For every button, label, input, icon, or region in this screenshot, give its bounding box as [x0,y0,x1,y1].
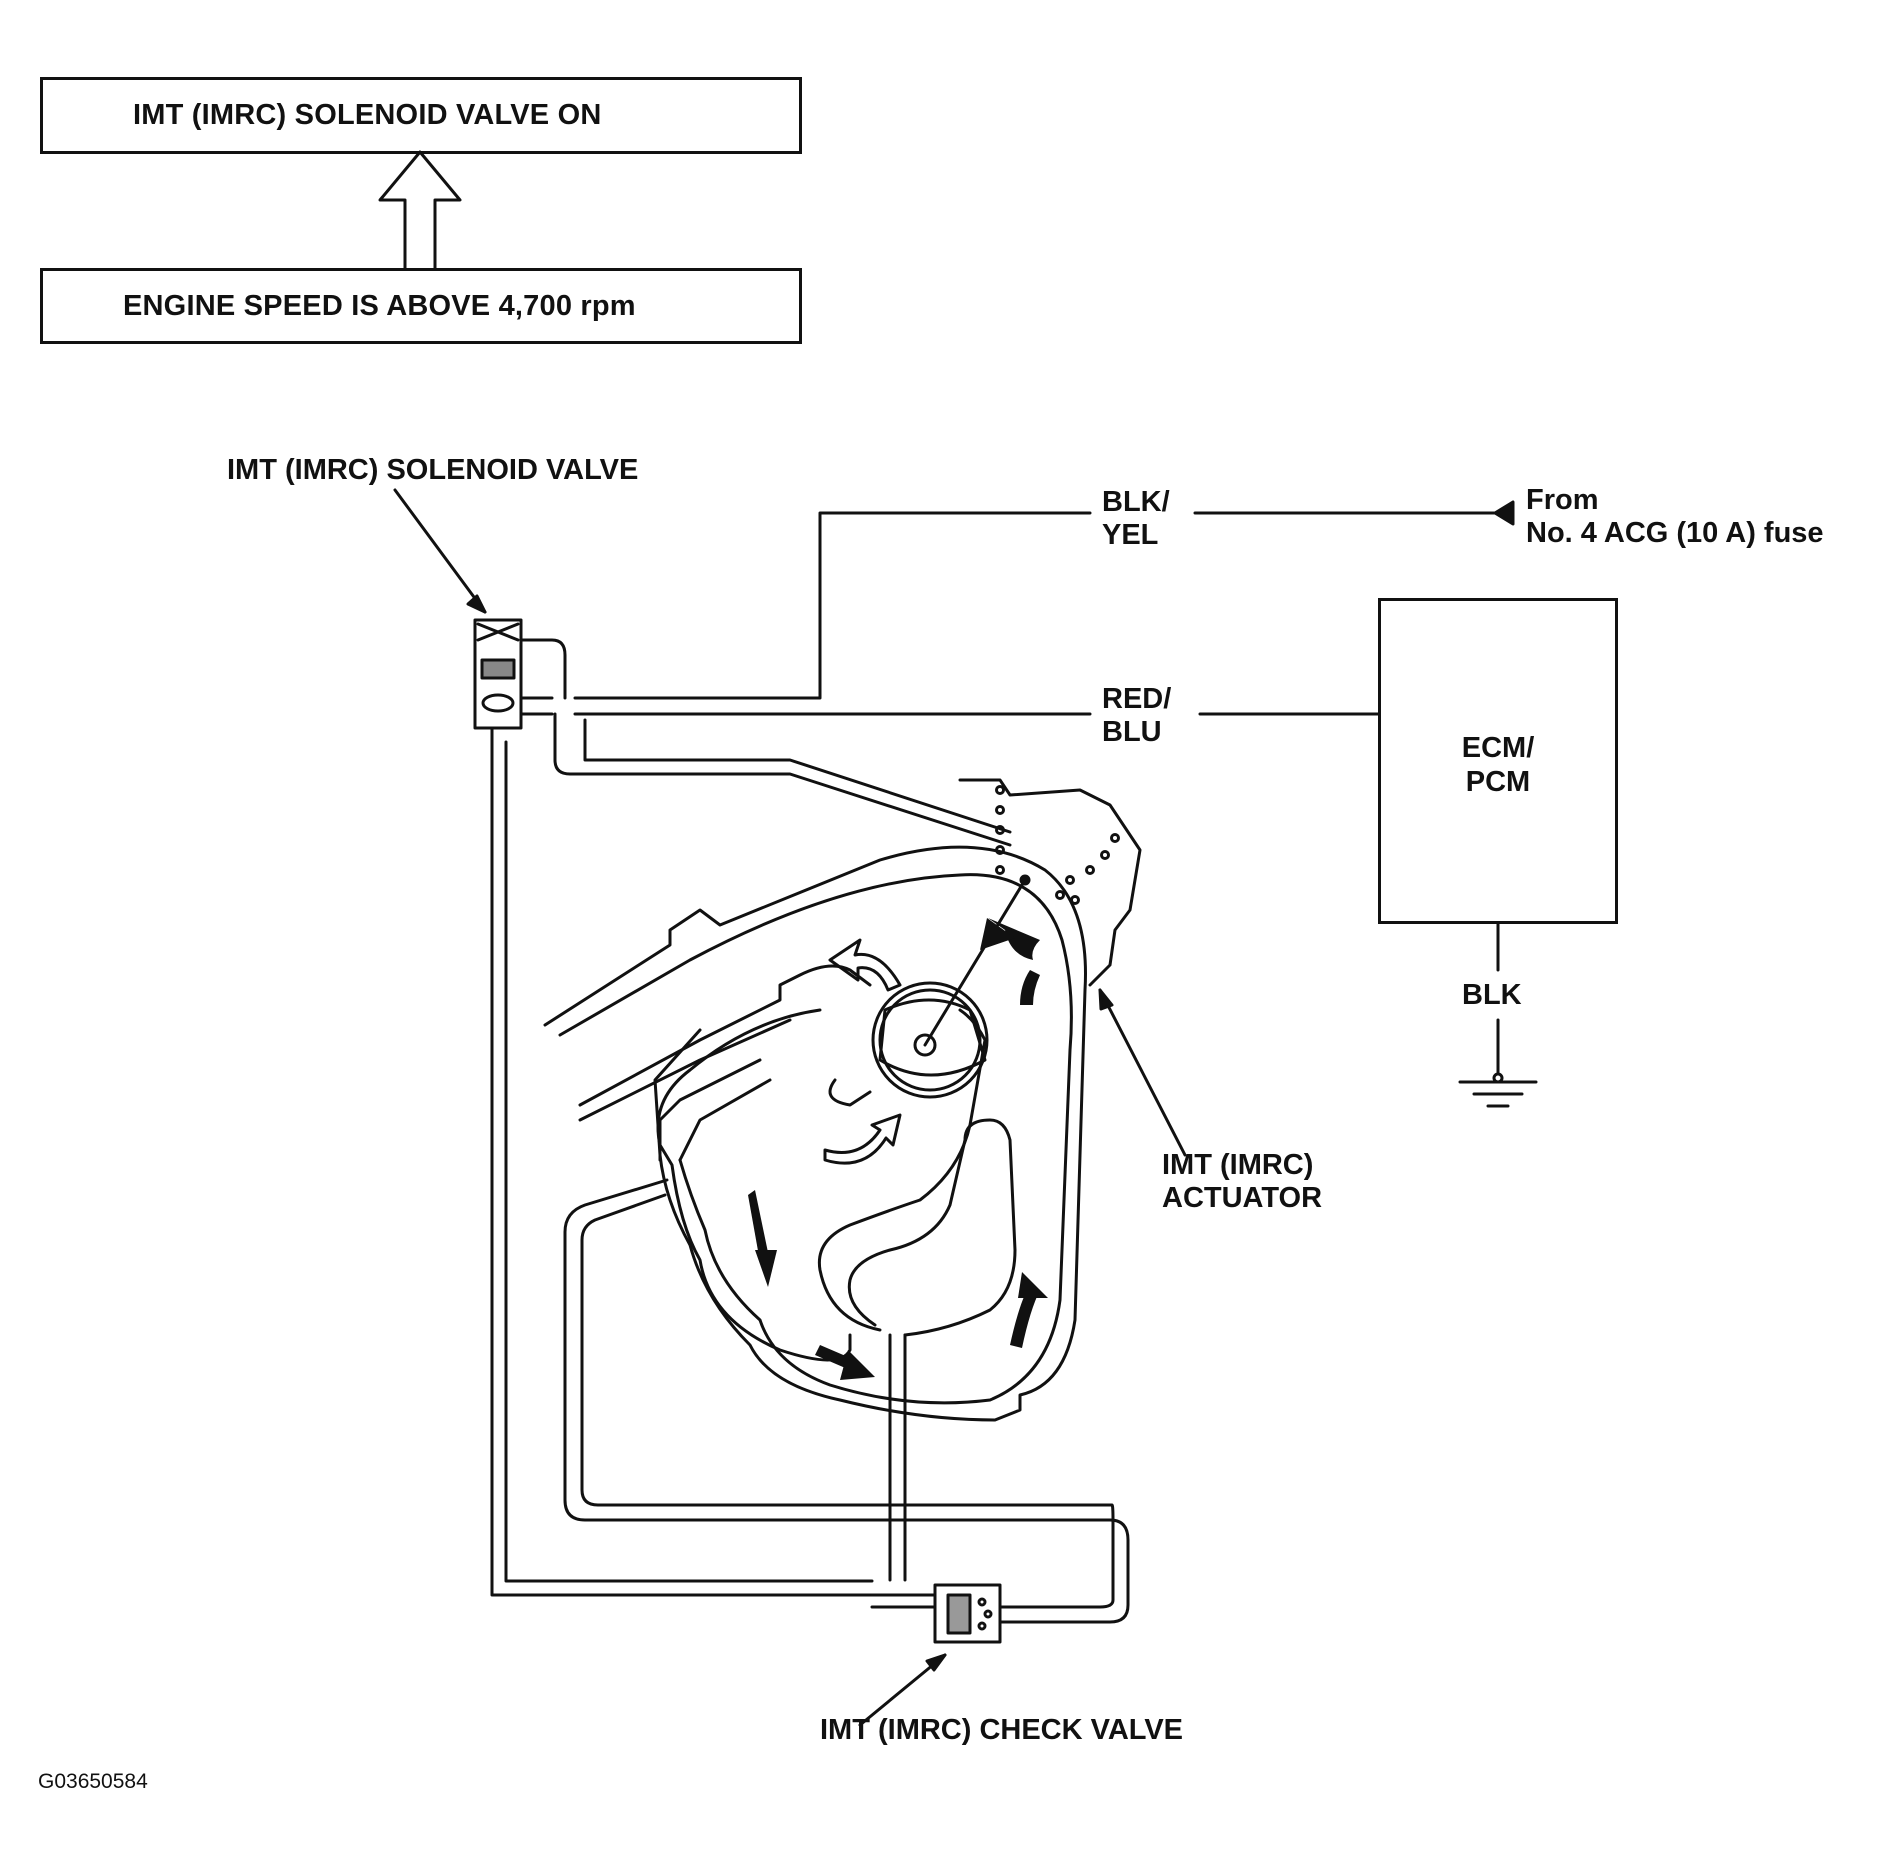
check-valve-label: IMT (IMRC) CHECK VALVE [820,1714,1184,1746]
ecm-label-1: ECM/ [1461,732,1535,764]
actuator-icon [828,874,1031,1107]
flow-result-box: IMT (IMRC) SOLENOID VALVE ON [40,77,802,154]
leader-arrows [393,488,1187,1727]
wire-red-blu-label-2: BLU [1102,716,1162,748]
figure-id: G03650584 [38,1770,148,1793]
hollow-flow-arrows [823,938,902,1165]
ecm-pcm-box: ECM/ PCM [1378,598,1618,924]
ecm-label-2: PCM [1465,766,1531,798]
solenoid-valve-icon [473,618,567,730]
actuator-label-2: ACTUATOR [1162,1182,1323,1214]
connector-arrow-icon [1493,500,1515,526]
ground-wire-label: BLK [1462,979,1522,1011]
intake-manifold [543,778,1142,1422]
vacuum-hoses [490,712,1130,1624]
from-label-1: From [1526,484,1599,516]
actuator-label-1: IMT (IMRC) [1162,1149,1314,1181]
solenoid-valve-label: IMT (IMRC) SOLENOID VALVE [227,454,639,486]
wire-blk-yel-label-2: YEL [1102,519,1159,551]
wire-blk-yel [573,511,1497,700]
ground-symbol-icon [1458,1072,1538,1108]
up-arrow-icon [378,150,462,270]
flow-result-text: IMT (IMRC) SOLENOID VALVE ON [133,99,602,131]
check-valve-icon [933,1583,1002,1644]
wire-red-blu-label-1: RED/ [1102,683,1172,715]
flow-arrows [748,918,1048,1380]
from-label-2: No. 4 ACG (10 A) fuse [1526,517,1824,549]
wire-blk-yel-label-1: BLK/ [1102,486,1170,518]
flow-condition-text: ENGINE SPEED IS ABOVE 4,700 rpm [123,289,636,322]
actuator-port-dots [995,785,1120,905]
flow-condition-box: ENGINE SPEED IS ABOVE 4,700 rpm [40,268,802,344]
